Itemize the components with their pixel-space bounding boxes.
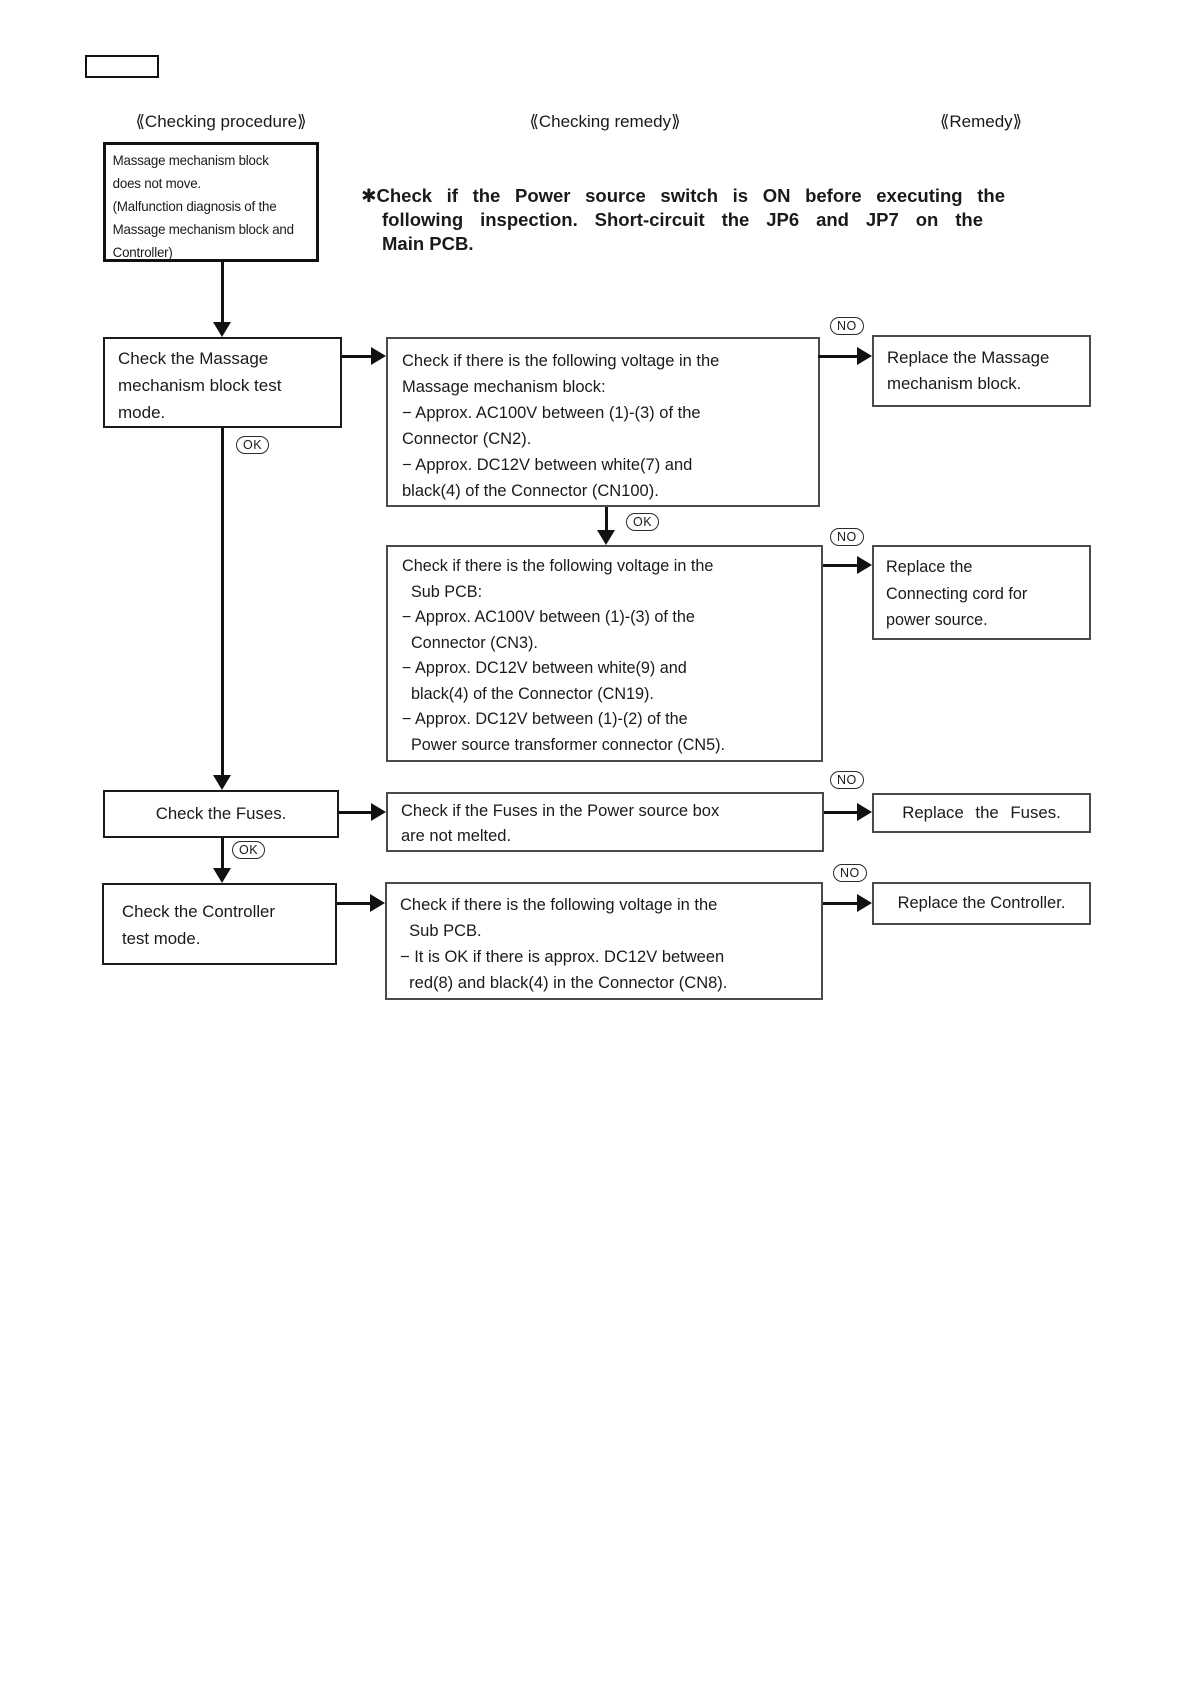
- no-badge-row4: NO: [833, 864, 867, 882]
- column-header-remedy: ⟪Remedy⟫: [939, 112, 1023, 131]
- arrowhead-right-icon: [857, 803, 872, 821]
- arrow-check2-to-remedy2: [823, 564, 858, 567]
- arrow-check3-to-remedy3: [824, 811, 858, 814]
- box-text: Check the Fuses.: [155, 804, 287, 823]
- arrowhead-right-icon: [857, 347, 872, 365]
- box-check-voltage-sub-pcb-controller: Check if there is the following voltage …: [385, 882, 823, 1000]
- box-text: Replace the Controller.: [897, 894, 1066, 912]
- arrowhead-down-icon: [213, 775, 231, 790]
- box-text: Check the Massage mechanism block test m…: [118, 349, 282, 422]
- box-replace-massage-mechanism: Replace the Massage mechanism block.: [872, 335, 1091, 407]
- box-text: Check if there is the following voltage …: [400, 896, 728, 992]
- column-header-checking-procedure: ⟪Checking procedure⟫: [135, 112, 307, 131]
- box-check-fuses-melted: Check if the Fuses in the Power source b…: [386, 792, 824, 852]
- box-check-voltage-sub-pcb: Check if there is the following voltage …: [386, 545, 823, 762]
- arrow-controller-to-check4: [337, 902, 371, 905]
- arrow-check1-to-remedy1: [818, 355, 858, 358]
- box-replace-connecting-cord: Replace the Connecting cord for power so…: [872, 545, 1091, 640]
- box-replace-fuses: Replace the Fuses.: [872, 793, 1091, 833]
- arrow-check4-to-remedy4: [823, 902, 858, 905]
- arrow-test-mode-to-fuses: [221, 428, 224, 775]
- ok-badge-row3: OK: [232, 841, 266, 859]
- box-replace-controller: Replace the Controller.: [872, 882, 1091, 925]
- box-problem-description: Massage mechanism block does not move. (…: [103, 142, 319, 262]
- box-text: Check the Controller test mode.: [122, 902, 275, 948]
- corner-box: [85, 55, 159, 78]
- ok-badge-check1: OK: [626, 513, 660, 531]
- note-line: ✱Check if the Power source switch is ON …: [361, 185, 1005, 206]
- note-line: following inspection. Short-circuit the …: [382, 209, 983, 230]
- box-check-fuses: Check the Fuses.: [103, 790, 339, 838]
- arrowhead-right-icon: [371, 347, 386, 365]
- no-badge-row1: NO: [830, 317, 864, 335]
- box-check-massage-mechanism-test-mode: Check the Massage mechanism block test m…: [103, 337, 342, 428]
- arrowhead-right-icon: [857, 556, 872, 574]
- arrowhead-right-icon: [370, 894, 385, 912]
- box-text: Replace the Massage mechanism block.: [887, 348, 1050, 393]
- ok-badge-row1: OK: [236, 436, 270, 454]
- box-text: Replace the Connecting cord for power so…: [886, 558, 1028, 629]
- arrowhead-right-icon: [857, 894, 872, 912]
- arrowhead-down-icon: [213, 868, 231, 883]
- box-text: Check if the Fuses in the Power source b…: [401, 802, 720, 845]
- arrow-test-mode-to-check1: [342, 355, 372, 358]
- column-header-checking-remedy: ⟪Checking remedy⟫: [529, 112, 681, 131]
- box-check-voltage-massage-mechanism: Check if there is the following voltage …: [386, 337, 820, 507]
- arrow-problem-to-test-mode: [221, 262, 224, 323]
- box-text: Replace the Fuses.: [902, 803, 1061, 822]
- arrowhead-down-icon: [597, 530, 615, 545]
- no-badge-row2: NO: [830, 528, 864, 546]
- box-check-controller-test-mode: Check the Controller test mode.: [102, 883, 337, 965]
- box-text: Check if there is the following voltage …: [402, 352, 720, 500]
- arrowhead-down-icon: [213, 322, 231, 337]
- arrow-fuses-to-controller: [221, 838, 224, 869]
- arrowhead-right-icon: [371, 803, 386, 821]
- note-line: Main PCB.: [382, 233, 474, 254]
- arrow-check1-to-check2: [605, 507, 608, 531]
- box-text: Check if there is the following voltage …: [402, 557, 725, 754]
- box-text: Massage mechanism block does not move. (…: [112, 152, 294, 260]
- no-badge-row3: NO: [830, 771, 864, 789]
- note-power-switch: ✱Check if the Power source switch is ON …: [361, 184, 1011, 256]
- arrow-fuses-to-check3: [339, 811, 372, 814]
